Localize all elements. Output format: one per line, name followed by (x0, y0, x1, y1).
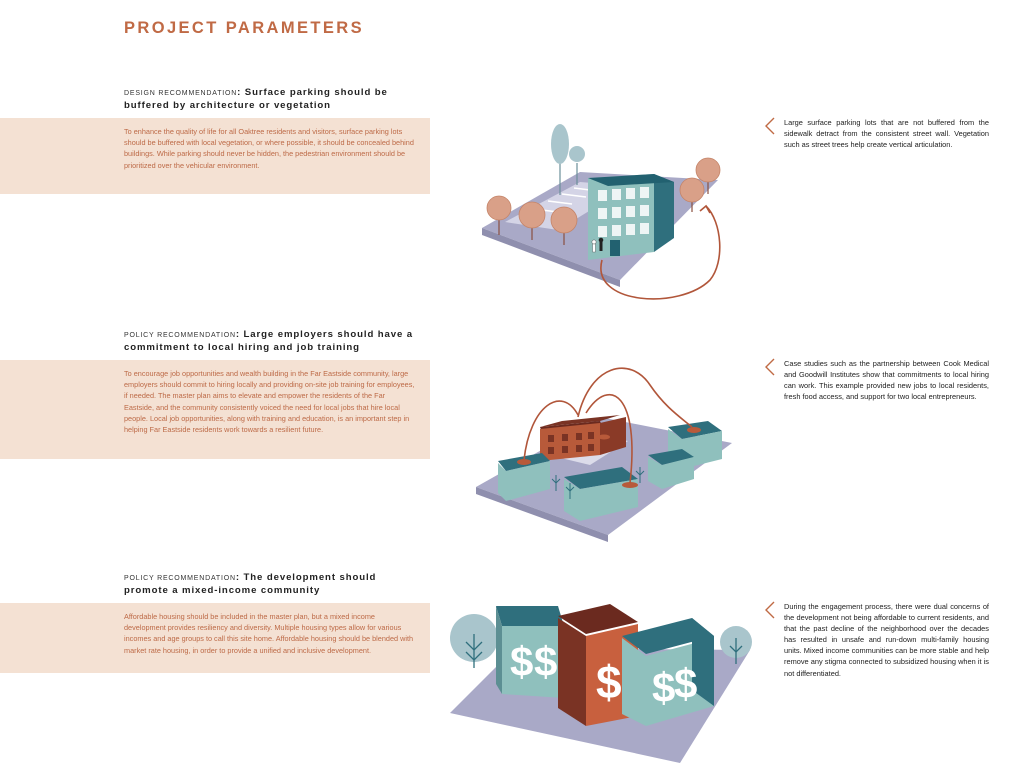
section-1-note: Large surface parking lots that are not … (784, 118, 989, 150)
section-2-body: To encourage job opportunities and wealt… (124, 369, 415, 435)
section-1-body-panel: To enhance the quality of life for all O… (0, 118, 430, 194)
chevron-left-icon (765, 601, 775, 619)
pedestrian-icon (591, 237, 604, 253)
section-1-heading: DESIGN RECOMMENDATION: Surface parking s… (124, 87, 424, 112)
section-3-note: During the engagement process, there wer… (784, 602, 989, 678)
section-2-note: Case studies such as the partnership bet… (784, 359, 989, 402)
section-3-kind: POLICY RECOMMENDATION (124, 575, 236, 582)
marker-dots (517, 427, 701, 488)
ground-edge (476, 487, 608, 542)
parking-illustration (482, 124, 721, 300)
section-3-title: The development should promote a mixed-i… (124, 572, 377, 596)
section-2-title: Large employers should have a commitment… (124, 329, 414, 353)
section-1-title: Surface parking should be buffered by ar… (124, 87, 388, 111)
tree-icon (551, 124, 585, 195)
section-2-heading: POLICY RECOMMENDATION: Large employers s… (124, 329, 424, 354)
page-title: PROJECT PARAMETERS (124, 19, 364, 37)
dollar-sign-icon: $ (596, 656, 622, 708)
mixed-income-illustration: $ $ $ $ $ (450, 604, 752, 763)
tree-icon (450, 614, 752, 668)
building-brick-center: $ (558, 604, 638, 726)
dollar-sign-icon: $ (674, 660, 697, 707)
employer-illustration (476, 367, 732, 542)
ground-edge (482, 228, 620, 287)
brick-building (540, 415, 626, 461)
section-3-body-panel: Affordable housing should be included in… (0, 603, 430, 673)
chevron-left-icon (765, 358, 775, 376)
arrow-icon (600, 205, 721, 300)
building (588, 174, 674, 260)
building-teal-right: $ $ (622, 618, 714, 726)
tree-icon (551, 467, 645, 499)
section-2-separator: : (235, 329, 244, 340)
section-1-body: To enhance the quality of life for all O… (124, 127, 414, 170)
section-3-heading: POLICY RECOMMENDATION: The development s… (124, 572, 424, 597)
dollar-sign-icon: $ (510, 638, 533, 685)
section-2-kind: POLICY RECOMMENDATION (124, 332, 236, 339)
building-teal-left: $ $ (496, 606, 564, 698)
section-2-body-panel: To encourage job opportunities and wealt… (0, 360, 430, 459)
dollar-sign-icon: $ (652, 664, 675, 711)
chevron-left-icon (765, 117, 775, 135)
section-3-body: Affordable housing should be included in… (124, 612, 414, 655)
dollar-sign-icon: $ (534, 638, 557, 685)
tree-icon (486, 157, 721, 245)
house-block (498, 421, 722, 521)
section-1-kind: DESIGN RECOMMENDATION (124, 90, 238, 97)
section-3-separator: : (235, 572, 244, 583)
arrow-icon (523, 367, 693, 484)
section-1-separator: : (237, 87, 245, 98)
